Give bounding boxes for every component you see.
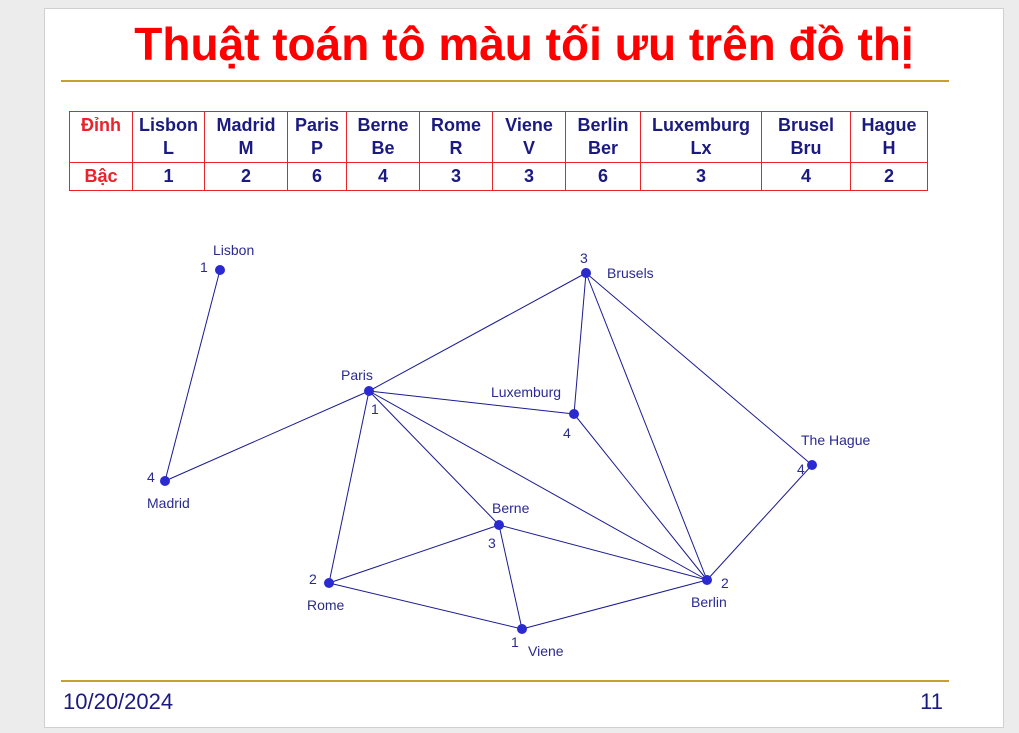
edge-hague-berlin	[706, 464, 813, 581]
page-title: Thuật toán tô màu tối ưu trên đồ thị	[134, 18, 914, 70]
vertex-abbr: P	[310, 138, 323, 158]
degree-cell: 3	[492, 162, 566, 191]
vertex-abbr: H	[882, 138, 896, 158]
title-divider	[61, 80, 949, 82]
node-color-number-madrid: 4	[147, 469, 155, 485]
degree-cell: 1	[132, 162, 205, 191]
degree-cell: 4	[346, 162, 420, 191]
vertex-name: Brusel	[777, 115, 835, 135]
node-color-number-viene: 1	[511, 634, 519, 650]
node-berlin	[702, 575, 712, 585]
vertex-abbr: Lx	[690, 138, 712, 158]
degree-cell: 2	[204, 162, 288, 191]
vertex-abbr: M	[238, 138, 254, 158]
node-label-lisbon: Lisbon	[213, 242, 254, 258]
node-color-number-berlin: 2	[721, 575, 729, 591]
edge-luxemburg-berlin	[573, 413, 708, 581]
degree-cell: 2	[850, 162, 928, 191]
edge-berne-berlin	[498, 524, 708, 581]
vertex-abbr: V	[522, 138, 535, 158]
slide: Thuật toán tô màu tối ưu trên đồ thị Đỉn…	[44, 8, 1004, 728]
footer-divider	[61, 680, 949, 682]
row-header-vertex: Đỉnh	[69, 111, 133, 163]
edge-brussels-luxemburg	[573, 272, 587, 415]
row-header-degree: Bậc	[69, 162, 133, 191]
node-lisbon	[215, 265, 225, 275]
edge-lisbon-madrid	[164, 269, 221, 482]
vertex-name: Luxemburg	[651, 115, 750, 135]
footer-date: 10/20/2024	[63, 689, 174, 714]
vertex-name: Viene	[505, 115, 553, 135]
vertex-abbr: L	[163, 138, 174, 158]
edge-madrid-paris	[164, 390, 370, 482]
node-viene	[517, 624, 527, 634]
vertex-name: Madrid	[216, 115, 276, 135]
edge-paris-luxemburg	[368, 390, 575, 415]
node-madrid	[160, 476, 170, 486]
node-label-rome: Rome	[307, 597, 345, 613]
node-hague	[807, 460, 817, 470]
node-label-berne: Berne	[492, 500, 530, 516]
edge-paris-berne	[368, 390, 500, 526]
node-label-brussels: Brusels	[607, 265, 654, 281]
vertex-name: Paris	[294, 115, 340, 135]
node-berne	[494, 520, 504, 530]
edge-berne-viene	[498, 524, 523, 630]
node-color-number-brussels: 3	[580, 250, 588, 266]
node-label-luxemburg: Luxemburg	[491, 384, 561, 400]
vertex-abbr: R	[449, 138, 463, 158]
edge-paris-berlin	[368, 390, 708, 581]
node-paris	[364, 386, 374, 396]
node-color-number-hague: 4	[797, 461, 805, 477]
vertex-abbr: Bru	[790, 138, 822, 158]
table-row-degree: Bậc 1 2 6 4 3 3 6 3 4 2	[69, 162, 928, 191]
vertex-abbr: Be	[371, 138, 395, 158]
edge-paris-rome	[328, 390, 370, 584]
vertex-abbr: Ber	[587, 138, 618, 158]
node-brussels	[581, 268, 591, 278]
edge-brussels-berlin	[585, 272, 708, 581]
vertex-name: Lisbon	[139, 115, 198, 135]
node-label-berlin: Berlin	[691, 594, 727, 610]
node-color-number-rome: 2	[309, 571, 317, 587]
node-color-number-paris: 1	[371, 401, 379, 417]
vertex-name: Hague	[861, 115, 917, 135]
node-luxemburg	[569, 409, 579, 419]
edge-brussels-hague	[585, 272, 813, 466]
node-label-paris: Paris	[341, 367, 373, 383]
edge-paris-brussels	[368, 272, 587, 392]
node-label-madrid: Madrid	[147, 495, 190, 511]
edge-berne-rome	[328, 524, 500, 584]
vertex-name: Berne	[357, 115, 409, 135]
vertex-name: Rome	[430, 115, 481, 135]
edge-rome-viene	[328, 582, 523, 630]
footer-page-number: 11	[920, 689, 943, 714]
vertex-name: Berlin	[577, 115, 629, 135]
node-label-viene: Viene	[528, 643, 564, 659]
node-rome	[324, 578, 334, 588]
node-color-number-luxemburg: 4	[563, 425, 571, 441]
degree-cell: 4	[761, 162, 851, 191]
node-color-number-lisbon: 1	[200, 259, 208, 275]
node-color-number-berne: 3	[488, 535, 496, 551]
degree-cell: 3	[419, 162, 493, 191]
degree-cell: 3	[640, 162, 762, 191]
edge-viene-berlin	[521, 579, 708, 630]
node-label-hague: The Hague	[801, 432, 870, 448]
